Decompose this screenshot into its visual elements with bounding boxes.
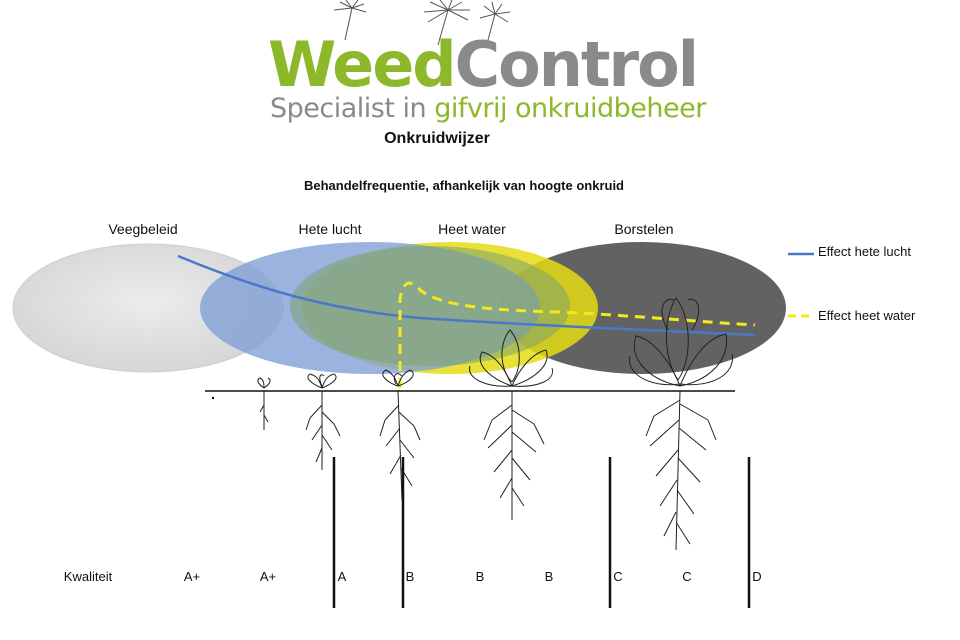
method-label-hete-lucht: Hete lucht	[298, 221, 362, 237]
diagram-title: Behandelfrequentie, afhankelijk van hoog…	[304, 178, 624, 193]
dandelion-seed-icon	[333, 0, 511, 46]
method-label-heet-water: Heet water	[438, 221, 506, 237]
quality-label: Kwaliteit	[63, 569, 113, 584]
tagline-part2: gifvrij onkruidbeheer	[434, 93, 706, 124]
plant-seedling-icon	[305, 373, 341, 470]
method-label-veegbeleid: Veegbeleid	[108, 221, 178, 237]
quality-grade: C	[613, 569, 623, 584]
logo-tagline: Specialist in gifvrij onkruidbeheer	[270, 92, 706, 126]
seed-dot	[211, 396, 215, 400]
logo-weed: Weed	[268, 28, 457, 101]
method-ellipse-overlap	[290, 246, 570, 366]
quality-grade: B	[405, 569, 415, 584]
quality-grade: C	[682, 569, 692, 584]
tagline-part1: Specialist in	[270, 93, 435, 124]
plant-young-icon	[379, 369, 421, 501]
quality-grade: A+	[183, 569, 201, 584]
quality-grade: A	[337, 569, 347, 584]
quality-grade: A+	[259, 569, 277, 584]
logo-control: Control	[454, 28, 699, 101]
effect-heet-water-line	[398, 281, 756, 388]
quality-grade: B	[544, 569, 554, 584]
plant-sprout-icon	[257, 377, 271, 430]
quality-grade: B	[475, 569, 485, 584]
legend-label-heet-water: Effect heet water	[818, 308, 916, 323]
logo: WeedControl	[268, 28, 699, 101]
plant-medium-icon	[469, 329, 553, 520]
plant-large-icon	[629, 297, 733, 551]
effect-hete-lucht-line	[177, 254, 756, 337]
method-label-borstelen: Borstelen	[614, 221, 674, 237]
legend-label-hete-lucht: Effect hete lucht	[818, 244, 911, 259]
page-subtitle: Onkruidwijzer	[384, 130, 490, 147]
quality-grade: D	[752, 569, 762, 584]
